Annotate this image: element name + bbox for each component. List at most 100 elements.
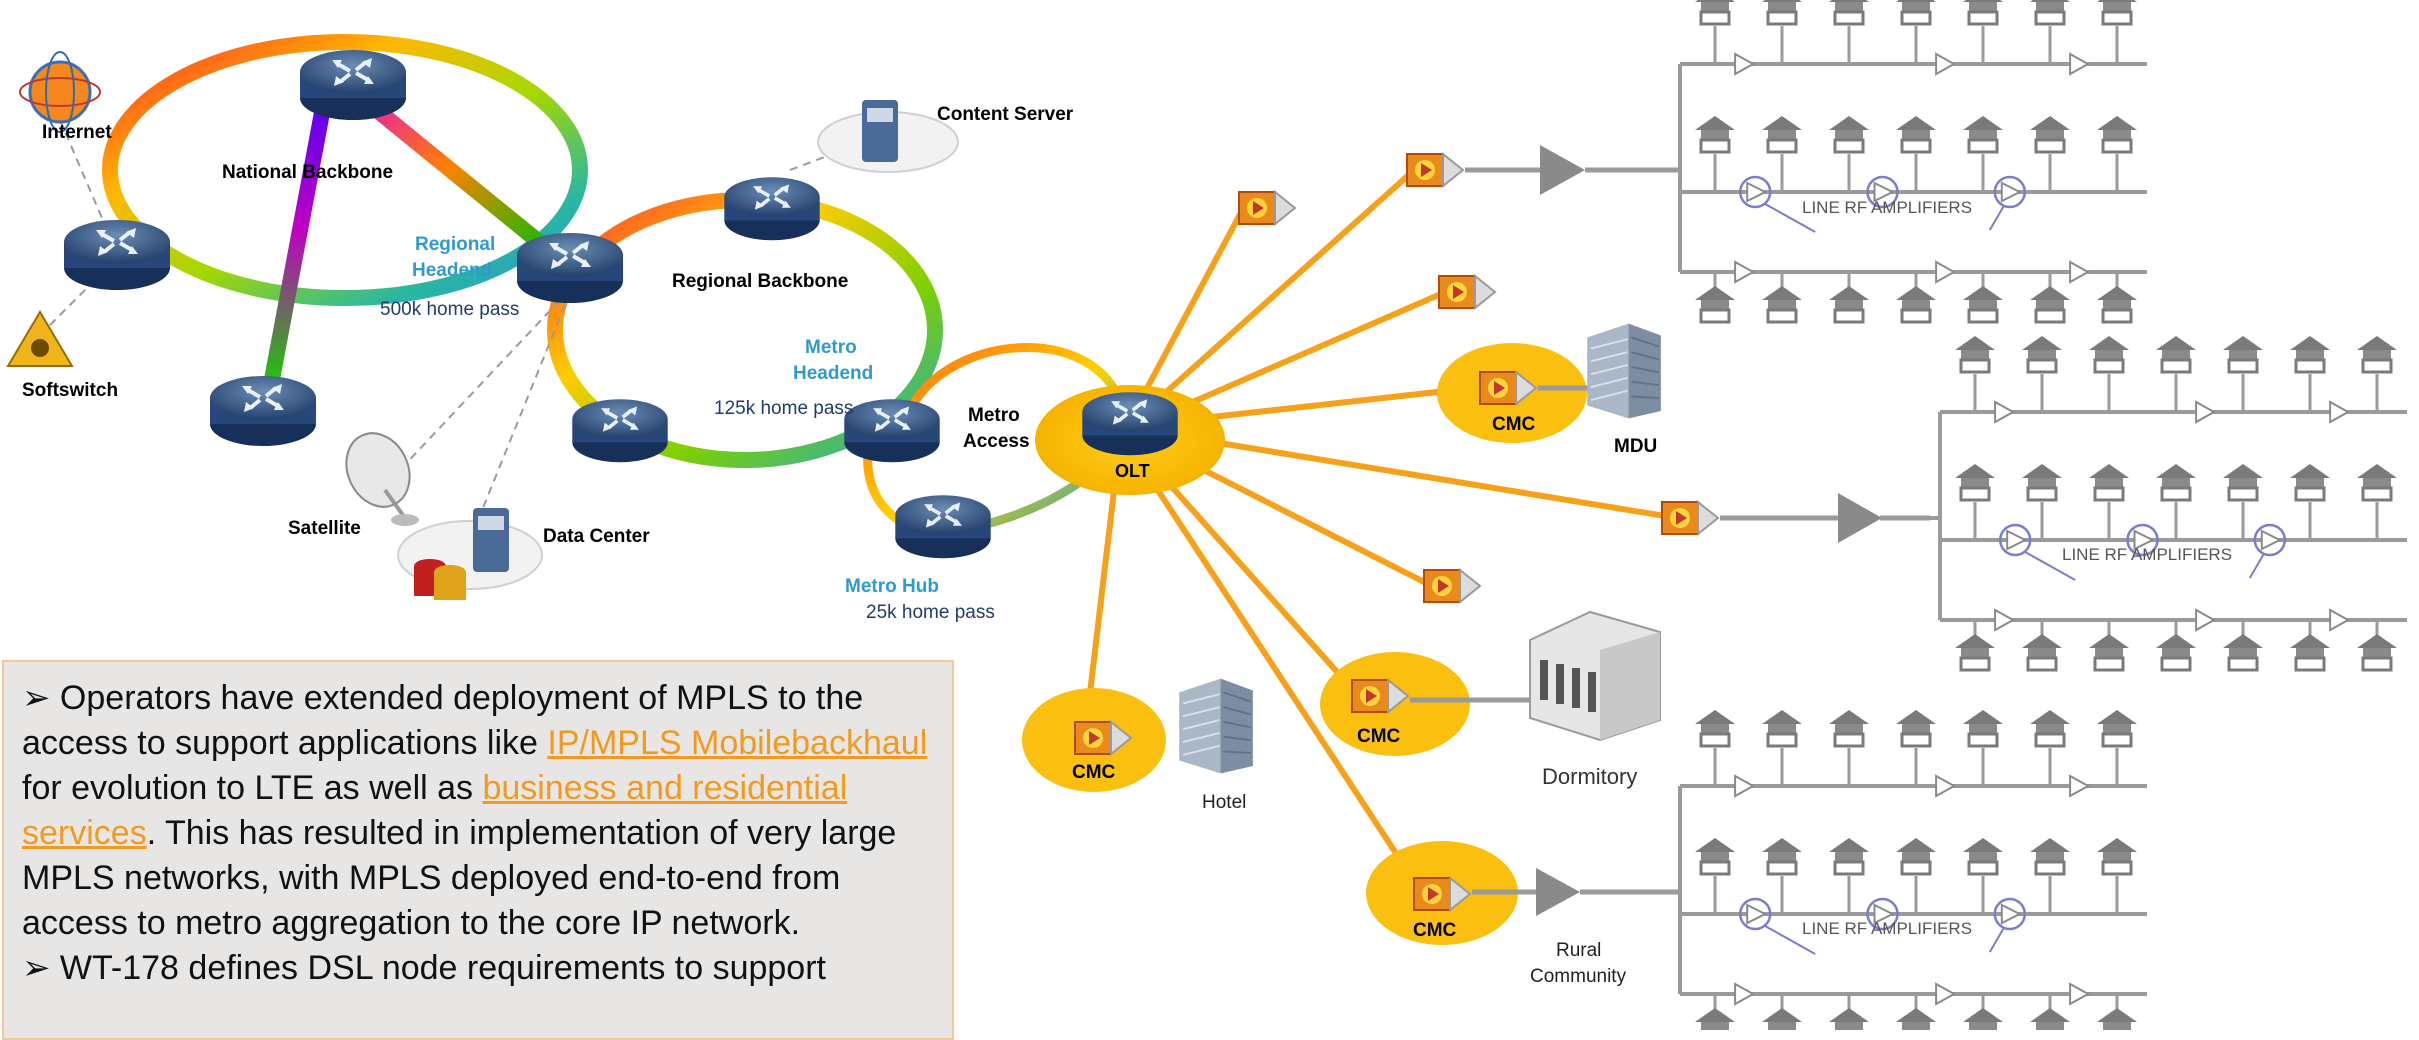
house-icon <box>1695 1006 1735 1030</box>
house-icon <box>1896 708 1936 748</box>
regional-headend-label: Regional Headend <box>412 234 501 281</box>
house-icon <box>1695 708 1735 748</box>
house-icon <box>1695 114 1735 154</box>
house-icon <box>2030 284 2070 324</box>
house-icon <box>2089 632 2129 672</box>
metro-headend-line-2: Headend <box>793 363 873 384</box>
line-amplifier-icon <box>1873 903 1895 925</box>
amplifier-triangle-2 <box>1838 493 1882 543</box>
metro-access-line-2: Access <box>963 431 1030 452</box>
content-server-icon <box>817 100 959 173</box>
house-icon <box>2030 836 2070 876</box>
house-icon <box>2357 462 2397 502</box>
house-icon <box>2030 114 2070 154</box>
regional-backbone-label: Regional Backbone <box>672 271 848 292</box>
metro-access-line-1: Metro <box>968 405 1020 426</box>
amplifier-highlight-icon <box>1866 175 1899 209</box>
info-text-1a: ➢ Operators have extended deployment of … <box>22 679 864 762</box>
house-icon <box>1829 1006 1869 1030</box>
house-icon <box>1963 0 2003 26</box>
house-icon <box>2223 334 2263 374</box>
line-rf-amplifiers-label-1: LINE RF AMPLIFIERS <box>1802 198 1972 217</box>
ip-mpls-mobile-backhaul-link[interactable]: IP/MPLS Mobilebackhaul <box>547 724 928 762</box>
line-amplifier-icon <box>1994 608 2016 632</box>
info-paragraph-1: ➢ Operators have extended deployment of … <box>22 676 934 946</box>
mdu-building-icon <box>1586 322 1662 420</box>
regional-headend-line-1: Regional <box>415 234 495 255</box>
metro-headend-label: Metro Headend <box>793 337 873 384</box>
amplifier-triangle-1 <box>1540 145 1585 195</box>
metro-home-pass-label: 125k home pass <box>714 398 853 419</box>
house-icon <box>2022 462 2062 502</box>
house-icon <box>2022 334 2062 374</box>
line-amplifier-icon <box>1734 52 1756 76</box>
house-icon <box>1829 114 1869 154</box>
data-center-icon <box>397 508 543 600</box>
amplifier-highlight-icon <box>1993 175 2027 209</box>
line-amplifier-icon <box>1734 260 1756 284</box>
house-icon <box>1896 836 1936 876</box>
house-icon <box>1762 114 1802 154</box>
node-tap-3 <box>1438 275 1496 309</box>
house-icon <box>1829 284 1869 324</box>
amplifier-highlight-icon <box>1998 523 2032 557</box>
line-amplifier-icon <box>1734 982 1756 1006</box>
house-icon <box>1762 1006 1802 1030</box>
house-icon <box>1955 462 1995 502</box>
line-amplifier-icon <box>2069 52 2091 76</box>
house-icon <box>1762 0 1802 26</box>
line-amplifier-icon <box>2069 774 2091 798</box>
internet-label: Internet <box>42 122 112 143</box>
node-tap-2 <box>1406 153 1464 187</box>
router-national-top <box>298 48 408 122</box>
house-icon <box>1896 1006 1936 1030</box>
house-icon <box>2030 0 2070 26</box>
cmc-label-dormitory: CMC <box>1357 726 1401 747</box>
house-icon <box>1762 284 1802 324</box>
amplifier-highlight-icon <box>2126 523 2159 557</box>
line-amplifier-icon <box>1935 260 1957 284</box>
node-tap-5 <box>1423 569 1481 603</box>
house-icon <box>2357 632 2397 672</box>
line-amplifier-icon <box>1873 181 1895 203</box>
house-icon <box>2223 632 2263 672</box>
satellite-dish-icon <box>345 432 419 526</box>
info-paragraph-2: ➢ WT-178 defines DSL node requirements t… <box>22 949 826 987</box>
router-metro-headend <box>842 397 942 464</box>
house-icon <box>1829 708 1869 748</box>
line-amplifier-icon <box>1746 903 1768 925</box>
amplifier-highlight-icon <box>2253 523 2287 557</box>
house-icon <box>2156 462 2196 502</box>
line-amplifier-icon <box>1994 400 2016 424</box>
house-icon <box>1963 708 2003 748</box>
business-residential-services-link[interactable]: business and residential services <box>22 769 848 852</box>
amplifier-highlight-icon <box>1866 897 1899 931</box>
neighborhood-grid-1 <box>1590 0 2147 324</box>
house-icon <box>1955 632 1995 672</box>
satellite-label: Satellite <box>288 518 361 539</box>
line-amplifier-icon <box>1935 52 1957 76</box>
amplifier-highlight-icon <box>1738 175 1772 209</box>
line-amplifier-icon <box>2329 608 2351 632</box>
line-amplifier-icon <box>1935 774 1957 798</box>
line-amplifier-icon <box>2260 529 2283 551</box>
house-icon <box>1955 334 1995 374</box>
info-text-1c: . This has resulted in implementation of… <box>22 814 897 942</box>
router-regional-headend <box>515 231 625 305</box>
house-icon <box>1695 0 1735 26</box>
rural-community-line-2: Community <box>1530 966 1627 987</box>
metro-access-label: Metro Access <box>963 405 1030 452</box>
line-amplifier-icon <box>2069 260 2091 284</box>
house-icon <box>1829 0 1869 26</box>
line-amplifier-icon <box>2195 400 2217 424</box>
info-text-1b: for evolution to LTE as well as <box>22 769 483 807</box>
regional-home-pass-label: 500k home pass <box>380 299 519 320</box>
rural-community-label: Rural Community <box>1530 940 1627 987</box>
softswitch-icon <box>6 310 74 367</box>
amplifier-highlight-icon <box>1738 897 1772 931</box>
house-icon <box>1829 836 1869 876</box>
data-center-label: Data Center <box>543 526 650 547</box>
cmc-label-mdu: CMC <box>1492 414 1536 435</box>
house-icon <box>2030 708 2070 748</box>
node-tap-1 <box>1238 191 1296 225</box>
